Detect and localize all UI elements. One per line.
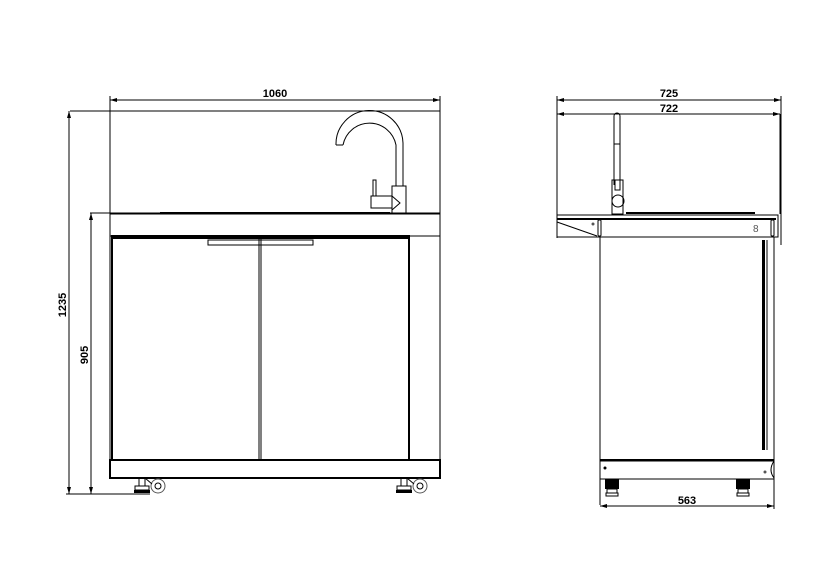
counter-height-dimension: 905 bbox=[79, 212, 110, 494]
faucet-icon bbox=[335, 110, 407, 215]
front-view: 1060 1235 905 bbox=[57, 88, 441, 495]
side-view: 725 722 8 bbox=[556, 88, 782, 509]
svg-text:8: 8 bbox=[753, 224, 759, 235]
caster-right-icon bbox=[396, 477, 428, 494]
countertop bbox=[109, 213, 441, 237]
faucet-side-icon bbox=[611, 112, 625, 215]
total-height-dimension: 1235 bbox=[57, 110, 400, 495]
base-plinth bbox=[109, 459, 441, 479]
foot-right-icon bbox=[736, 479, 750, 497]
total-height-label: 1235 bbox=[57, 293, 69, 317]
overall-depth-dimension: 725 bbox=[556, 88, 782, 245]
caster-left-icon bbox=[134, 477, 166, 494]
base-depth-dimension: 563 bbox=[600, 479, 775, 509]
width-label: 1060 bbox=[263, 88, 287, 100]
cabinet-side bbox=[599, 236, 775, 462]
width-dimension: 1060 bbox=[109, 88, 441, 460]
top-depth-label: 722 bbox=[660, 103, 678, 115]
foot-left-icon bbox=[605, 479, 619, 497]
base-depth-label: 563 bbox=[678, 495, 696, 507]
counter-height-label: 905 bbox=[79, 346, 91, 364]
overall-depth-label: 725 bbox=[660, 88, 678, 100]
base-side bbox=[599, 459, 775, 480]
top-depth-dimension: 722 bbox=[557, 103, 781, 214]
